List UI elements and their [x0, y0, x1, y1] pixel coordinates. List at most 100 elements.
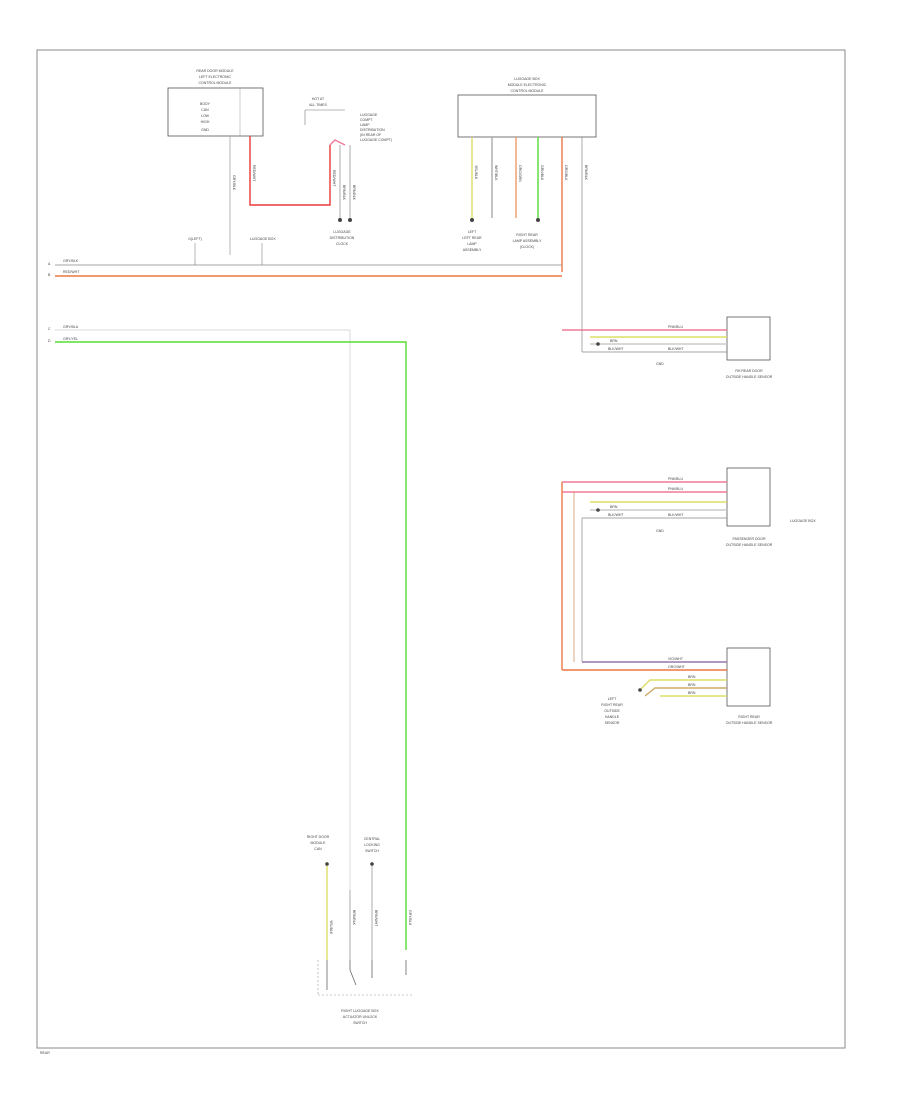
svg-text:MODULE ELECTRONIC: MODULE ELECTRONIC: [508, 83, 547, 87]
svg-text:CONTROL MODULE: CONTROL MODULE: [199, 81, 233, 85]
svg-text:SENSOR: SENSOR: [605, 721, 620, 725]
svg-text:D: D: [48, 339, 51, 343]
svg-text:DISTRIBUTION: DISTRIBUTION: [330, 236, 355, 240]
svg-text:LUGGAGE BOX: LUGGAGE BOX: [790, 519, 816, 523]
svg-text:RIGHT REAR: RIGHT REAR: [738, 715, 760, 719]
svg-text:ASSEMBLY: ASSEMBLY: [463, 248, 482, 252]
svg-text:BRN: BRN: [688, 675, 696, 679]
svg-text:OUTSIDE: OUTSIDE: [604, 709, 620, 713]
svg-text:YEL/BLK: YEL/BLK: [329, 920, 333, 935]
svg-text:RIGHT LUGGAGE BOX: RIGHT LUGGAGE BOX: [341, 1009, 379, 1013]
diagram-frame: [36, 49, 846, 1049]
svg-text:ALL TIMES: ALL TIMES: [309, 103, 327, 107]
svg-text:BLK/WHT: BLK/WHT: [608, 513, 624, 517]
svg-text:GND: GND: [656, 529, 664, 533]
svg-text:OUTSIDE HANDLE SENSOR: OUTSIDE HANDLE SENSOR: [726, 375, 773, 379]
svg-text:GRY/YEL: GRY/YEL: [63, 337, 78, 341]
svg-text:ORG/WHT: ORG/WHT: [668, 665, 686, 669]
svg-text:SWITCH: SWITCH: [365, 849, 379, 853]
svg-text:LUGGAGE: LUGGAGE: [360, 113, 378, 117]
svg-text:ACTUATOR UNLOCK: ACTUATOR UNLOCK: [343, 1015, 378, 1019]
svg-text:GRN/BLK: GRN/BLK: [540, 165, 544, 181]
svg-text:RIGHT REAR: RIGHT REAR: [601, 703, 623, 707]
svg-text:LUGGAGE: LUGGAGE: [333, 230, 351, 234]
luggage-distribution-label: LUGGAGE DISTRIBUTION CLOCK: [330, 230, 355, 246]
svg-text:WHT/BLK: WHT/BLK: [494, 165, 498, 181]
svg-text:LUGGAGE COMPT): LUGGAGE COMPT): [360, 138, 392, 142]
svg-text:BRN/WHT: BRN/WHT: [374, 910, 378, 927]
sensor-right-rear: RIGHT REAR OUTSIDE HANDLE SENSOR LEFT RI…: [601, 647, 773, 725]
svg-text:C: C: [48, 327, 51, 331]
svg-text:LEFT: LEFT: [468, 230, 477, 234]
svg-text:ORG/BLK: ORG/BLK: [564, 165, 568, 181]
svg-text:DISTRIBUTION: DISTRIBUTION: [360, 128, 385, 132]
svg-text:YEL/BLK: YEL/BLK: [474, 165, 478, 180]
svg-text:LUGGAGE BOX: LUGGAGE BOX: [514, 77, 540, 81]
svg-text:BRN: BRN: [610, 339, 618, 343]
svg-text:RED/WHT: RED/WHT: [252, 165, 256, 182]
svg-text:BRN: BRN: [610, 505, 618, 509]
sensor-rh-rear-door: RH REAR DOOR OUTSIDE HANDLE SENSOR GND: [656, 316, 773, 379]
svg-text:BRN/BLK: BRN/BLK: [352, 910, 356, 926]
svg-text:GRY/BLU: GRY/BLU: [63, 325, 79, 329]
svg-text:OUTSIDE HANDLE SENSOR: OUTSIDE HANDLE SENSOR: [726, 721, 773, 725]
svg-text:A: A: [48, 262, 51, 266]
svg-text:RH REAR DOOR: RH REAR DOOR: [735, 369, 763, 373]
svg-text:LAMP: LAMP: [360, 123, 370, 127]
sensor-passenger-door: PASSENGER DOOR OUTSIDE HANDLE SENSOR GND…: [656, 467, 816, 547]
svg-text:LAMP: LAMP: [467, 242, 477, 246]
left-module: REAR DOOR MODULE LEFT ELECTRONIC CONTROL…: [167, 69, 264, 137]
ground-left-label: G(LEFT): [188, 237, 202, 241]
svg-text:BLK/WHT: BLK/WHT: [668, 513, 684, 517]
svg-text:GRY/BLU: GRY/BLU: [408, 910, 412, 926]
svg-text:BRN/BLK: BRN/BLK: [352, 185, 356, 201]
svg-text:GRY/BLK: GRY/BLK: [232, 175, 236, 191]
svg-text:CONTROL MODULE: CONTROL MODULE: [511, 89, 545, 93]
svg-text:BRN/BLK: BRN/BLK: [342, 185, 346, 201]
svg-text:LOCKING: LOCKING: [364, 843, 380, 847]
svg-text:RIGHT DOOR: RIGHT DOOR: [307, 835, 330, 839]
svg-text:CAN: CAN: [201, 108, 209, 112]
ground-mid-label: LUGGAGE BOX: [250, 237, 276, 241]
svg-text:B: B: [48, 273, 51, 277]
svg-text:MODULE: MODULE: [311, 841, 327, 845]
svg-text:COMPT: COMPT: [360, 118, 374, 122]
svg-text:PASSENGER DOOR: PASSENGER DOOR: [733, 537, 766, 541]
svg-text:(CLOCK): (CLOCK): [520, 245, 534, 249]
svg-text:LEFT: LEFT: [608, 697, 617, 701]
svg-text:BODY: BODY: [200, 102, 211, 106]
svg-text:BRN: BRN: [688, 691, 696, 695]
bottom-switch-assembly: RIGHT DOOR MODULE CAN CENTRAL LOCKING SW…: [307, 835, 380, 1025]
svg-text:GND: GND: [656, 362, 664, 366]
footer-code: REAR: [40, 1051, 50, 1055]
svg-text:REAR DOOR MODULE: REAR DOOR MODULE: [196, 69, 234, 73]
svg-text:PNK/BLU: PNK/BLU: [668, 477, 683, 481]
svg-text:BRN/BLK: BRN/BLK: [584, 165, 588, 181]
svg-text:PNK/BLU: PNK/BLU: [668, 487, 683, 491]
right-rear-lamp-label: RIGHT REAR LAMP ASSEMBLY (CLOCK): [513, 233, 543, 249]
svg-text:PNK/BLU: PNK/BLU: [668, 325, 683, 329]
svg-text:BLK/WHT: BLK/WHT: [668, 347, 684, 351]
svg-text:CAN: CAN: [314, 847, 322, 851]
svg-text:RED/WHT: RED/WHT: [332, 170, 336, 187]
svg-text:CLOCK: CLOCK: [336, 242, 349, 246]
svg-text:LAMP ASSEMBLY: LAMP ASSEMBLY: [513, 239, 543, 243]
luggage-lamp-fuse: HOT AT ALL TIMES LUGGAGE COMPT LAMP DIST…: [304, 97, 392, 222]
left-rear-lamp-label: LEFT LEFT REAR LAMP ASSEMBLY: [462, 230, 482, 252]
svg-text:(IN REAR OF: (IN REAR OF: [360, 133, 381, 137]
svg-text:CENTRAL: CENTRAL: [364, 837, 380, 841]
svg-text:LEFT REAR: LEFT REAR: [462, 236, 482, 240]
svg-text:GND: GND: [201, 128, 209, 132]
svg-text:BRN: BRN: [688, 683, 696, 687]
svg-text:VIO/WHT: VIO/WHT: [668, 657, 684, 661]
svg-text:HOT AT: HOT AT: [312, 97, 325, 101]
svg-text:ORG/GRN: ORG/GRN: [518, 165, 522, 182]
svg-text:OUTSIDE HANDLE SENSOR: OUTSIDE HANDLE SENSOR: [726, 543, 773, 547]
svg-text:HIGH: HIGH: [201, 120, 210, 124]
svg-text:LOW: LOW: [201, 114, 210, 118]
svg-text:GRY/BLK: GRY/BLK: [63, 259, 79, 263]
top-right-module: LUGGAGE BOX MODULE ELECTRONIC CONTROL MO…: [457, 77, 597, 138]
svg-text:LEFT ELECTRONIC: LEFT ELECTRONIC: [199, 75, 231, 79]
svg-text:RIGHT REAR: RIGHT REAR: [516, 233, 538, 237]
